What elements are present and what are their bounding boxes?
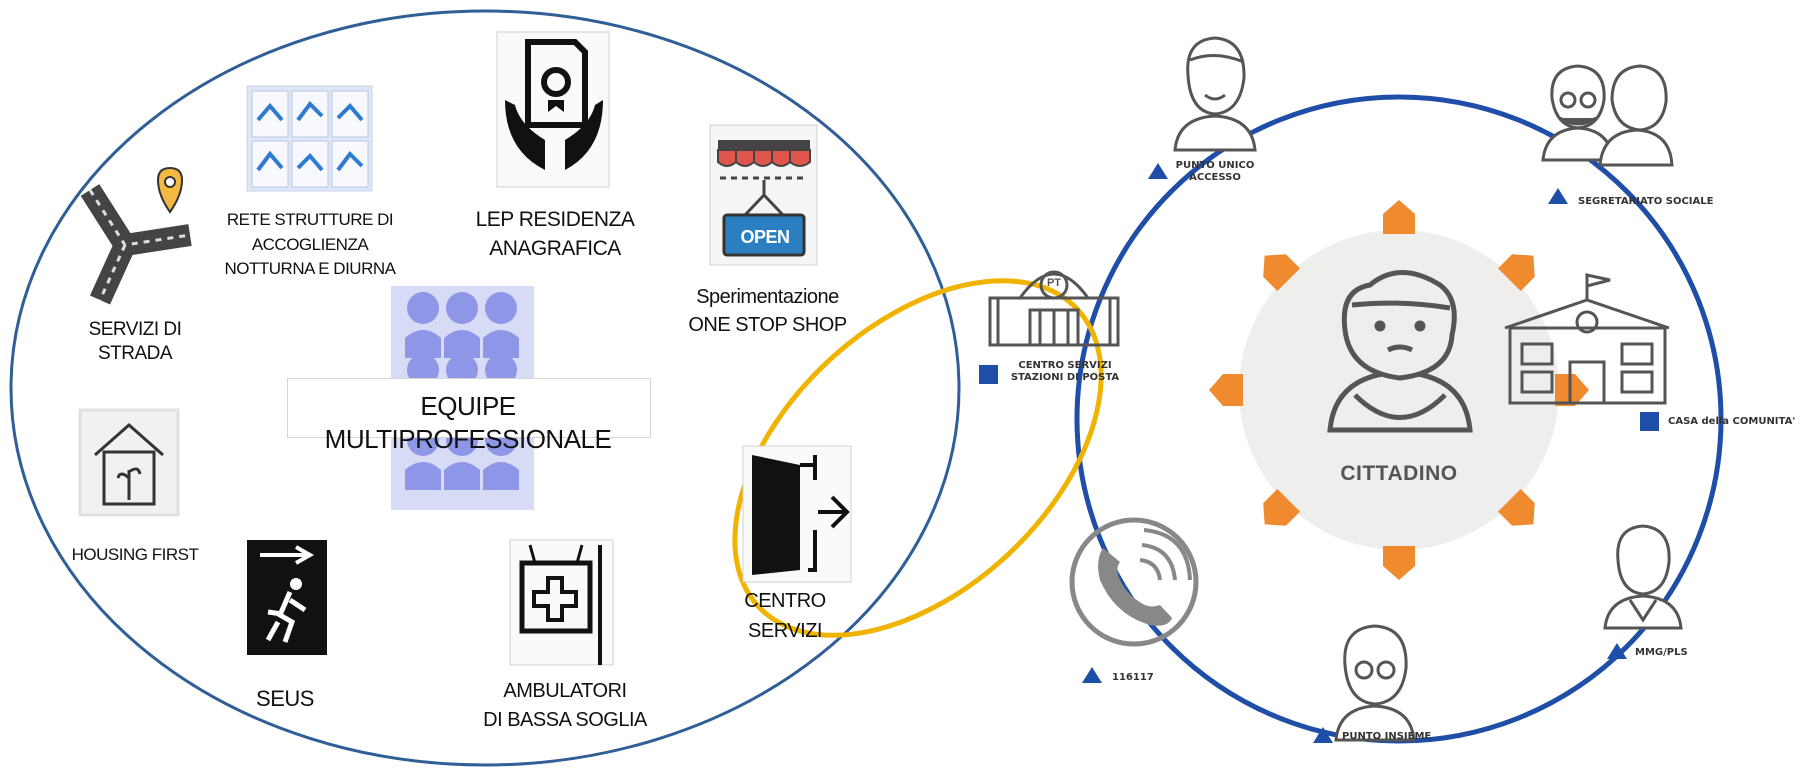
marker-116117: [1082, 667, 1102, 683]
label-housing-first: HOUSING FIRST: [71, 545, 199, 564]
phone-icon: [1069, 517, 1199, 647]
person-head: [446, 292, 478, 324]
marker-punto-insieme: [1313, 727, 1333, 743]
elderly-woman-icon: [1334, 624, 1416, 742]
marker-mmg: [1607, 643, 1627, 659]
open-shop-icon: [709, 124, 818, 266]
medical-sign-icon: [509, 539, 614, 666]
punto-unico-person-icon: [1173, 36, 1257, 152]
radial-arrow: [1383, 546, 1415, 580]
label-equipe: EQUIPE MULTIPROFESSIONALE: [324, 391, 612, 454]
equipe-label-box: [287, 378, 651, 438]
label-seus: SEUS: [256, 686, 314, 711]
label-casa-comunita: CASA della COMUNITA': [1668, 416, 1796, 427]
marker-casa-comunita: [1640, 412, 1659, 431]
radial-arrow: [1497, 488, 1535, 526]
radial-arrow: [1263, 488, 1301, 526]
network-grid-icon: [246, 85, 373, 192]
post-office-icon: [988, 270, 1120, 347]
person-body: [405, 330, 441, 358]
emergency-exit-icon: [247, 540, 327, 655]
radial-arrows: [1209, 200, 1589, 580]
person-head: [485, 292, 517, 324]
label-116117: 116117: [1112, 672, 1154, 683]
person-body: [483, 330, 519, 358]
citizen-icon: [1327, 270, 1473, 433]
segretariato-couple-icon: [1541, 64, 1674, 167]
label-punto-insieme: PUNTO INSIEME: [1342, 731, 1432, 742]
radial-arrow: [1555, 374, 1589, 406]
radial-arrow: [1497, 254, 1535, 292]
label-cittadino: CITTADINO: [1340, 462, 1458, 485]
person-body: [405, 462, 441, 490]
person-body: [444, 462, 480, 490]
radial-arrow: [1383, 200, 1415, 234]
road-map-icon: [80, 166, 192, 305]
marker-punto-unico: [1148, 163, 1168, 179]
radial-arrow: [1263, 254, 1301, 292]
label-segretariato: SEGRETARIATO SOCIALE: [1578, 196, 1714, 207]
label-mmg: MMG/PLS: [1635, 647, 1688, 658]
person-head: [407, 292, 439, 324]
exit-door-icon: [742, 445, 852, 583]
label-pt-sign: PT: [1046, 277, 1062, 289]
person-body: [483, 462, 519, 490]
marker-segretariato: [1548, 188, 1568, 204]
person-body: [444, 330, 480, 358]
marker-stazioni-posta: [979, 365, 998, 384]
doctor-icon: [1603, 524, 1683, 630]
community-house-icon: [1504, 273, 1670, 405]
hands-document-icon: [496, 31, 610, 188]
services-cluster-ellipse: [9, 9, 961, 767]
house-icon: [78, 408, 180, 517]
label-open-sign: OPEN: [740, 227, 790, 247]
radial-arrow: [1209, 374, 1243, 406]
